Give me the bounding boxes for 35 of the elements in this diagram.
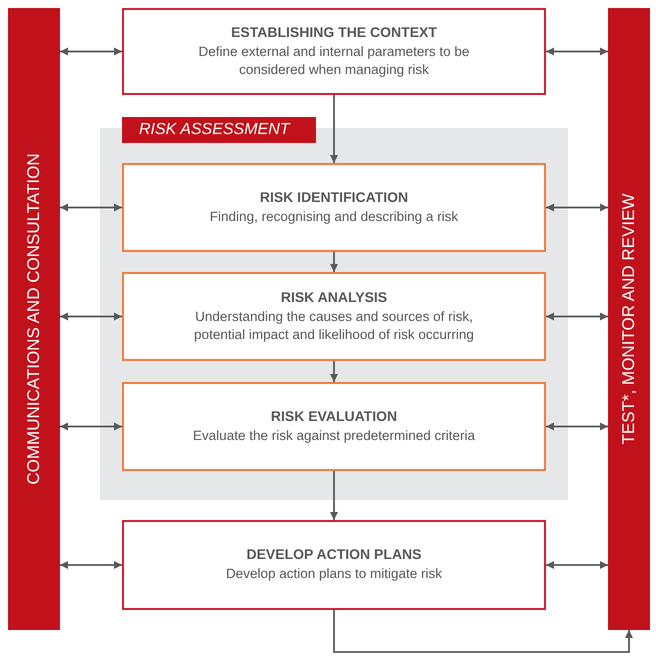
arrow [60,422,122,431]
arrow [330,95,338,163]
arrow [546,203,608,212]
section-heading: RISK ASSESSMENT [122,117,316,143]
arrow [60,203,122,212]
box-description: Finding, recognising and describing a risk [208,208,460,226]
bar-label: TEST*, MONITOR AND REVIEW [619,194,639,444]
arrow [546,422,608,431]
box-description: Evaluate the risk against predetermined criteria [192,426,476,445]
arrow [546,312,608,321]
box-title: RISK IDENTIFICATION [260,188,408,205]
arrow [330,361,338,382]
arrow [333,610,634,653]
side-bar [8,8,60,630]
process-box [122,272,546,361]
box-title: RISK ANALYSIS [280,288,388,305]
arrow [60,47,122,56]
box-title: DEVELOP ACTION PLANS [246,546,422,562]
process-box [122,163,546,252]
arrow [60,312,122,321]
arrow [330,471,338,520]
arrow [330,252,338,272]
box-description: Define external and internal parameters to be considered when managing risk [198,42,470,79]
box-description: Understanding the causes and sources of risk, potential impact and likelihood of risk occurring [193,308,475,344]
process-box [122,520,546,610]
arrow [60,560,122,570]
box-description: Develop action plans to mitigate risk [224,565,444,584]
arrow [546,560,608,570]
side-bar [608,8,650,630]
box-title: ESTABLISHING THE CONTEXT [231,24,437,40]
bar-label: COMMUNICATIONS AND CONSULTATION [24,153,44,485]
arrow [546,47,608,56]
process-box [122,382,546,471]
process-box [122,8,546,95]
box-title: RISK EVALUATION [270,408,398,424]
